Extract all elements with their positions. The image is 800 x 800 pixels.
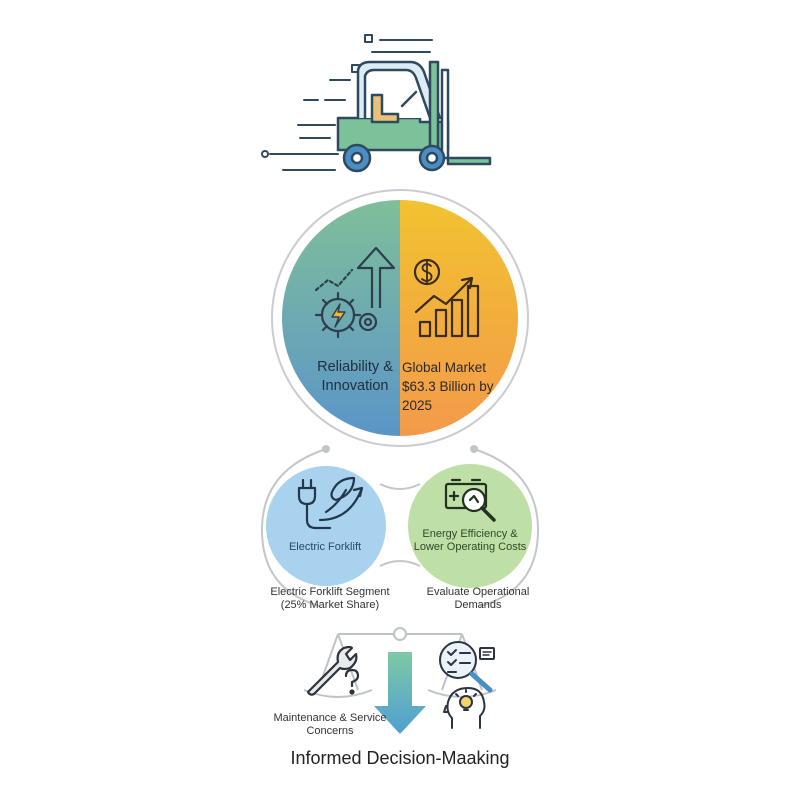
plug-leaf-icon <box>297 476 364 530</box>
electric-forklift-segment-caption: Electric Forklift Segment (25% Market Sh… <box>270 586 390 611</box>
battery-magnifier-icon <box>444 478 496 522</box>
down-arrow-icon <box>374 652 426 734</box>
reliability-innovation-label: Reliability & Innovation <box>317 359 393 394</box>
gear-lightning-icon <box>314 268 378 339</box>
energy-efficiency-label: Energy Efficiency & Lower Operating Cost… <box>413 528 527 553</box>
wrench-question-icon <box>306 645 360 696</box>
checklist-magnifier-icon <box>439 641 495 693</box>
head-lightbulb-icon <box>443 687 486 729</box>
evaluate-demands-caption: Evaluate Operational Demands <box>426 586 530 611</box>
maintenance-concerns-caption: Maintenance & Service Concerns <box>273 712 387 737</box>
middle-connector <box>260 445 540 607</box>
energy-efficiency-circle <box>408 464 532 588</box>
dollar-growth-chart-icon <box>413 258 480 338</box>
forklift-icon <box>261 34 492 173</box>
electric-forklift-circle <box>266 466 386 586</box>
global-market-label: Global Market $63.3 Billion by 2025 <box>402 360 494 413</box>
electric-forklift-label: Electric Forklift <box>288 541 362 553</box>
up-arrow-icon <box>356 246 396 308</box>
motion-lines <box>261 34 433 171</box>
informed-decision-title: Informed Decision-Maaking <box>290 748 510 768</box>
